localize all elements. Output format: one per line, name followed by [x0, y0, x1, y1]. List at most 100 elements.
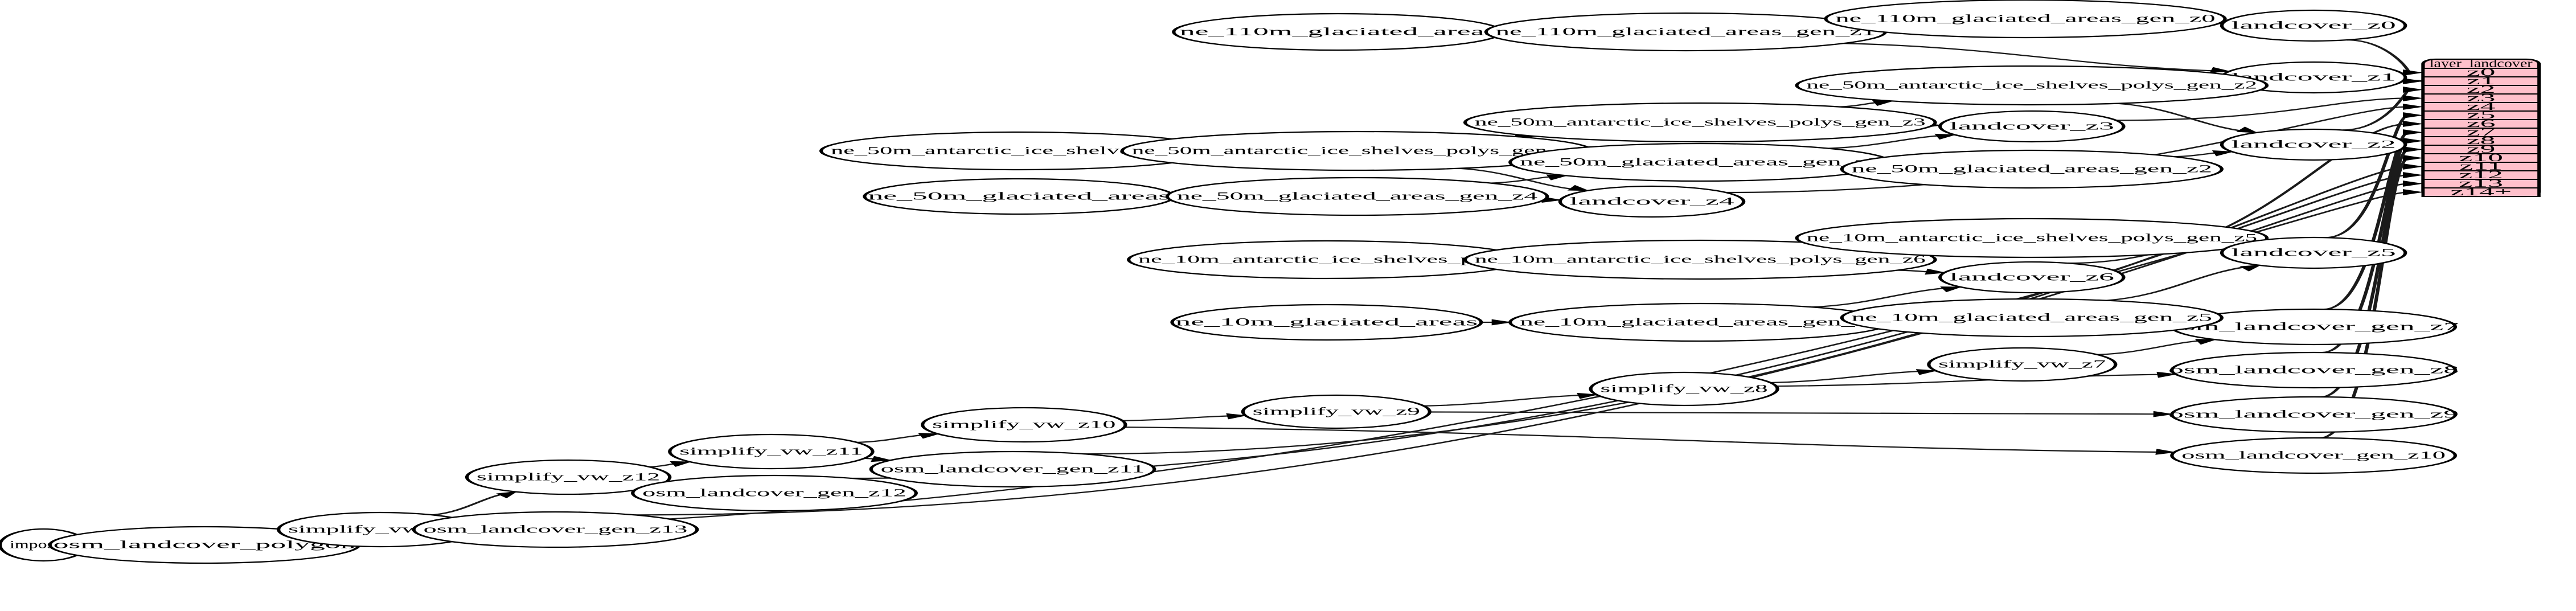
node-shape	[1795, 65, 2269, 106]
graph-node-simplify_vw_z7[interactable]: simplify_vw_z7	[1927, 347, 2118, 382]
arrowhead-icon	[670, 461, 692, 467]
graph-node-landcover_z4[interactable]: landcover_z4	[1558, 185, 1746, 218]
node-label: simplify_vw_z11	[679, 445, 863, 457]
arrowhead-icon	[2403, 121, 2424, 127]
node-label: ne_50m_glaciated_areas	[868, 190, 1170, 202]
node-label: osm_landcover_gen_z10	[2181, 449, 2446, 461]
node-label: simplify_vw_z7	[1938, 358, 2106, 370]
table-cell-label: z13	[2459, 177, 2503, 189]
arrowhead-icon	[1226, 413, 1248, 420]
table-cell-label: z3	[2467, 92, 2496, 104]
graph-node-simplify_vw_z12[interactable]: simplify_vw_z12	[465, 459, 672, 495]
arrowhead-icon	[2403, 129, 2424, 136]
arrowhead-icon	[2194, 339, 2217, 345]
graph-node-ne_10m_antarctic_ice_shelves_polys_gen_z5[interactable]: ne_10m_antarctic_ice_shelves_polys_gen_z…	[1795, 218, 2269, 259]
table-row-z14plus[interactable]	[2421, 187, 2541, 197]
node-label: simplify_vw_z8	[1601, 382, 1768, 394]
graph-node-ne_50m_glaciated_areas[interactable]: ne_50m_glaciated_areas	[863, 178, 1176, 215]
graph-node-landcover_z6[interactable]: landcover_z6	[1938, 261, 2126, 294]
graph-node-ne_110m_glaciated_areas_gen_z1[interactable]: ne_110m_glaciated_areas_gen_z1	[1484, 12, 1888, 52]
arrowhead-icon	[1925, 268, 1947, 275]
arrowhead-icon	[2403, 104, 2424, 110]
arrowhead-icon	[2403, 181, 2424, 187]
graph-node-ne_50m_glaciated_areas_gen_z2[interactable]: ne_50m_glaciated_areas_gen_z2	[1840, 149, 2224, 189]
graph-node-osm_landcover_gen_z11[interactable]: osm_landcover_gen_z11	[869, 450, 1156, 488]
graph-node-landcover_z3[interactable]: landcover_z3	[1938, 110, 2126, 143]
arrowhead-icon	[2403, 155, 2424, 161]
graph-node-simplify_vw_z10[interactable]: simplify_vw_z10	[921, 407, 1127, 443]
graph-node-osm_landcover_gen_z10[interactable]: osm_landcover_gen_z10	[2170, 437, 2458, 474]
graph-node-osm_landcover_gen_z8[interactable]: osm_landcover_gen_z8	[2168, 351, 2459, 389]
graph-node-ne_50m_antarctic_ice_shelves_polys_gen_z2[interactable]: ne_50m_antarctic_ice_shelves_polys_gen_z…	[1795, 65, 2269, 106]
node-shape	[921, 407, 1127, 443]
graph-node-ne_50m_glaciated_areas_gen_z4[interactable]: ne_50m_glaciated_areas_gen_z4	[1165, 177, 1549, 216]
arrowhead-icon	[2212, 150, 2234, 157]
table-cell-label: z1	[2467, 75, 2496, 87]
node-shape	[2220, 9, 2407, 42]
node-shape	[631, 474, 918, 512]
graph-node-ne_50m_glaciated_areas_gen_z3[interactable]: ne_50m_glaciated_areas_gen_z3	[1508, 142, 1892, 182]
edge-ne_10m_glaciated_areas_gen_z6-to-landcover_z6	[1811, 286, 1961, 308]
node-label: landcover_z6	[1950, 270, 2114, 282]
node-label: osm_landcover_gen_z9	[2168, 408, 2459, 420]
graph-node-simplify_vw_z9[interactable]: simplify_vw_z9	[1241, 394, 1431, 429]
graph-node-osm_landcover_gen_z9[interactable]: osm_landcover_gen_z9	[2168, 396, 2459, 433]
layer-landcover-table[interactable]: layer_landcoverz0z1z2z3z4z5z6z7z8z9z10z1…	[2421, 56, 2541, 198]
node-label: ne_50m_antarctic_ice_shelves_polys_gen_z…	[1132, 144, 1583, 156]
arrowhead-icon	[2403, 172, 2424, 178]
graph-node-osm_landcover_gen_z12[interactable]: osm_landcover_gen_z12	[631, 474, 918, 512]
graph-node-ne_10m_glaciated_areas_gen_z6[interactable]: ne_10m_glaciated_areas_gen_z6	[1508, 302, 1892, 342]
graph-node-ne_50m_antarctic_ice_shelves_polys_gen_z4[interactable]: ne_50m_antarctic_ice_shelves_polys_gen_z…	[1120, 130, 1594, 171]
node-shape	[1463, 102, 1937, 143]
node-shape	[1938, 261, 2126, 294]
graph-node-ne_110m_glaciated_areas[interactable]: ne_110m_glaciated_areas	[1172, 13, 1504, 51]
table-cell-label: z2	[2467, 83, 2496, 95]
graph-node-ne_10m_antarctic_ice_shelves_polys_gen_z6[interactable]: ne_10m_antarctic_ice_shelves_polys_gen_z…	[1463, 239, 1937, 280]
node-label: ne_50m_antarctic_ice_shelves_polys_gen_z…	[1475, 116, 1926, 128]
node-shape	[2170, 351, 2458, 389]
node-label: osm_landcover_polygon	[54, 538, 356, 550]
graph-node-ne_50m_antarctic_ice_shelves_polys_gen_z3[interactable]: ne_50m_antarctic_ice_shelves_polys_gen_z…	[1463, 102, 1937, 143]
arrowhead-icon	[2403, 112, 2424, 118]
edge-landcover_z3-to-layer_landcover_z3	[2116, 97, 2409, 121]
node-shape	[465, 459, 672, 495]
graph-node-ne_10m_glaciated_areas_gen_z5[interactable]: ne_10m_glaciated_areas_gen_z5	[1840, 298, 2224, 338]
arrowhead-icon	[1491, 319, 1512, 326]
nodes-layer: imposm3osm_landcover_polygonsimplify_vw_…	[0, 0, 2459, 564]
graph-node-osm_landcover_gen_z13[interactable]: osm_landcover_gen_z13	[412, 511, 699, 548]
arrowhead-icon	[2403, 163, 2424, 170]
graph-node-simplify_vw_z8[interactable]: simplify_vw_z8	[1589, 371, 1779, 407]
arrowhead-icon	[1940, 286, 1963, 293]
arrowhead-icon	[2156, 371, 2178, 378]
node-shape	[412, 511, 699, 548]
node-shape	[1840, 149, 2224, 189]
node-shape	[2220, 128, 2407, 161]
node-label: ne_50m_glaciated_areas_gen_z2	[1852, 162, 2212, 174]
node-label: simplify_vw_z9	[1253, 405, 1420, 417]
edge-simplify_vw_z8-to-osm_landcover_gen_z8	[1776, 374, 2176, 387]
graph-node-landcover_z5[interactable]: landcover_z5	[2220, 236, 2407, 269]
node-shape	[2170, 396, 2458, 433]
node-label: ne_50m_glaciated_areas_gen_z4	[1177, 190, 1537, 202]
graph-node-simplify_vw_z11[interactable]: simplify_vw_z11	[668, 433, 875, 470]
node-label: landcover_z0	[2231, 19, 2395, 31]
node-label: ne_50m_antarctic_ice_shelves_polys	[831, 144, 1208, 156]
graph-node-ne_50m_antarctic_ice_shelves_polys[interactable]: ne_50m_antarctic_ice_shelves_polys	[819, 131, 1219, 171]
table-cell-label: z12	[2459, 169, 2503, 181]
node-shape	[1170, 304, 1483, 341]
edge-simplify_vw_z9-to-simplify_vw_z8	[1424, 394, 1597, 407]
graph-node-landcover_z0[interactable]: landcover_z0	[2220, 9, 2407, 42]
table-cell-label: z14+	[2450, 186, 2512, 198]
graph-node-osm_landcover_gen_z7[interactable]: osm_landcover_gen_z7	[2168, 308, 2459, 346]
edge-simplify_vw_z9-to-osm_landcover_gen_z9	[1429, 411, 2172, 415]
arrowhead-icon	[2209, 67, 2232, 73]
graph-node-landcover_z2[interactable]: landcover_z2	[2220, 128, 2407, 161]
table-cell-label: z10	[2459, 151, 2503, 163]
node-label: simplify_vw_z12	[477, 470, 660, 482]
graph-node-ne_110m_glaciated_areas_gen_z0[interactable]: ne_110m_glaciated_areas_gen_z0	[1824, 0, 2227, 39]
node-label: ne_10m_glaciated_areas_gen_z5	[1852, 311, 2212, 323]
graph-node-ne_10m_glaciated_areas[interactable]: ne_10m_glaciated_areas	[1170, 304, 1483, 341]
table-cell-label: z9	[2467, 143, 2496, 155]
table-cell-label: z11	[2459, 160, 2503, 172]
